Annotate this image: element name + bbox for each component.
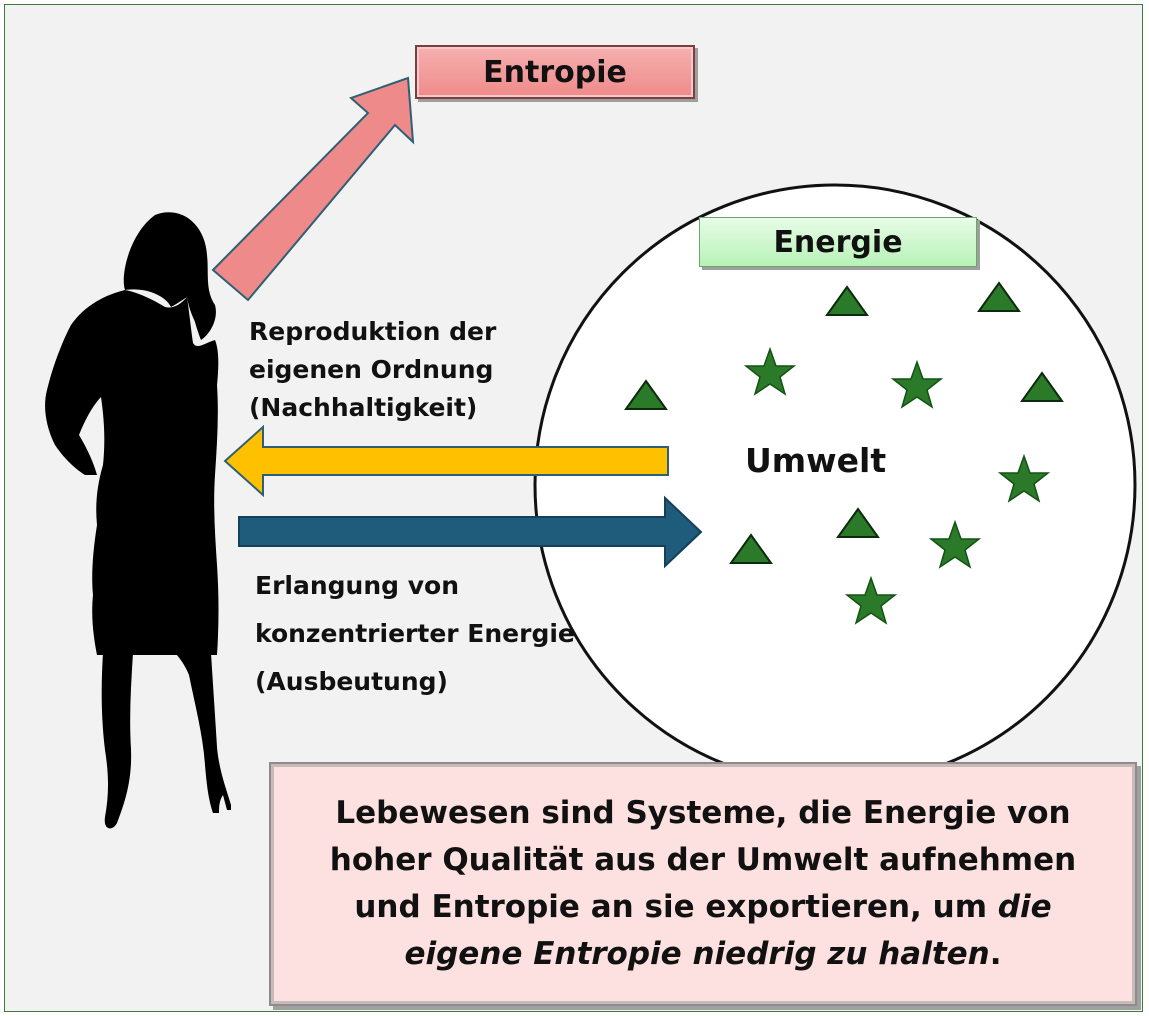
summary-line-4: eigene Entropie niedrig zu halten. [330,931,1076,978]
star-particle [743,346,797,396]
triangle-particle [1020,371,1064,402]
star-particle [997,453,1051,503]
summary-line-4-italic: eigene Entropie niedrig zu halten [404,936,990,972]
acquisition-line-3: (Ausbeutung) [255,667,448,696]
woman-silhouette-icon [45,212,231,829]
summary-line-2: hoher Qualität aus der Umwelt aufnehmen [329,842,1077,878]
acquisition-text: Erlangung von konzentrierter Energie (Au… [255,562,655,706]
reproduction-line-2: eigenen Ordnung [249,355,494,384]
summary-line-3: und Entropie an sie exportieren, um die [330,884,1076,931]
reproduction-arrow [223,424,669,498]
reproduction-line-3: (Nachhaltigkeit) [249,393,478,422]
summary-line-4-end: . [989,936,1002,972]
triangle-particle [729,533,773,564]
star-particle [928,519,982,569]
diagram-graphics [45,76,1137,829]
star-particle [890,359,944,409]
triangle-particle [977,281,1021,312]
reproduction-line-1: Reproduktion der [249,317,497,346]
environment-label: Umwelt [745,441,887,480]
entropy-label: Entropie [415,45,695,99]
triangle-particle [825,285,869,316]
summary-line-3-plain: und Entropie an sie exportieren, um [354,889,998,925]
acquisition-arrow [238,495,703,569]
summary-line-1: Lebewesen sind Systeme, die Energie von [335,795,1071,831]
entropy-label-text: Entropie [483,54,627,90]
energy-label-text: Energie [773,224,903,260]
acquisition-line-2: konzentrierter Energie [255,619,575,648]
summary-line-3-italic: die [997,889,1052,925]
summary-text: Lebewesen sind Systeme, die Energie von … [330,790,1076,978]
summary-box: Lebewesen sind Systeme, die Energie von … [269,762,1137,1006]
triangle-particle [836,507,880,538]
diagram-canvas: Entropie Energie Umwelt Reproduktion der… [4,4,1143,1012]
entropy-arrow [211,76,415,302]
acquisition-line-1: Erlangung von [255,571,460,600]
star-particle [844,575,898,625]
energy-label: Energie [699,217,977,267]
reproduction-text: Reproduktion der eigenen Ordnung (Nachha… [249,313,579,427]
triangle-particle [624,379,668,410]
